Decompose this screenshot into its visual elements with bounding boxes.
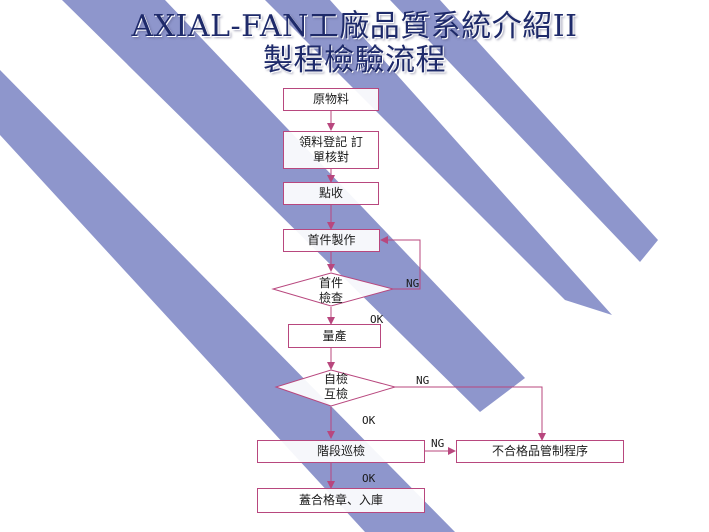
step-first-article-make-label: 首件製作 — [307, 233, 356, 247]
arrow-check-ng-loop — [380, 236, 421, 290]
step-stage-patrol: 階段巡檢 — [257, 440, 425, 463]
decision-first-article-check-line2: 檢查 — [318, 291, 343, 305]
label-ok-patrol: OK — [362, 472, 376, 485]
decision-self-check — [274, 369, 397, 407]
stripe-c — [265, 0, 612, 315]
stripe-d — [390, 0, 658, 262]
step-nonconforming-label: 不合格品管制程序 — [491, 444, 588, 458]
arrow-self-ng — [395, 386, 546, 441]
step-raw-material: 原物料 — [283, 88, 379, 111]
step-stage-patrol-label: 階段巡檢 — [316, 444, 365, 458]
decision-self-check-text: 自檢 互檢 — [311, 372, 361, 402]
step-nonconforming: 不合格品管制程序 — [456, 440, 624, 463]
step-receiving-register-label: 領料登記 訂單核對 — [299, 135, 363, 164]
stripe-b — [62, 0, 525, 412]
decision-self-check-line2: 互檢 — [323, 387, 348, 401]
decision-first-article-check-line1: 首件 — [318, 276, 343, 290]
decision-first-article-check — [271, 272, 395, 307]
step-first-article-make: 首件製作 — [283, 229, 380, 252]
step-count-receive-label: 點收 — [318, 186, 343, 200]
page-title: AXIAL-FAN工廠品質系統介紹II — [131, 9, 578, 44]
step-raw-material-label: 原物料 — [312, 92, 349, 106]
decision-self-check-line1: 自檢 — [323, 372, 348, 386]
step-stamp-storage-label: 蓋合格章、入庫 — [298, 493, 383, 507]
stripe-a — [0, 70, 455, 532]
label-ok-self-check: OK — [362, 414, 376, 427]
step-mass-production: 量產 — [288, 324, 381, 348]
step-count-receive: 點收 — [283, 182, 379, 205]
page-subtitle: 製程檢驗流程 — [263, 43, 446, 78]
label-ng-self-check: NG — [416, 374, 430, 387]
step-stamp-storage: 蓋合格章、入庫 — [257, 488, 425, 513]
decision-first-article-check-text: 首件 檢查 — [306, 276, 356, 306]
label-ok-first-check: OK — [370, 313, 384, 326]
step-receiving-register: 領料登記 訂單核對 — [283, 131, 379, 169]
step-mass-production-label: 量產 — [322, 328, 347, 343]
label-ng-first-check: NG — [406, 277, 420, 290]
label-ng-patrol: NG — [431, 437, 445, 450]
